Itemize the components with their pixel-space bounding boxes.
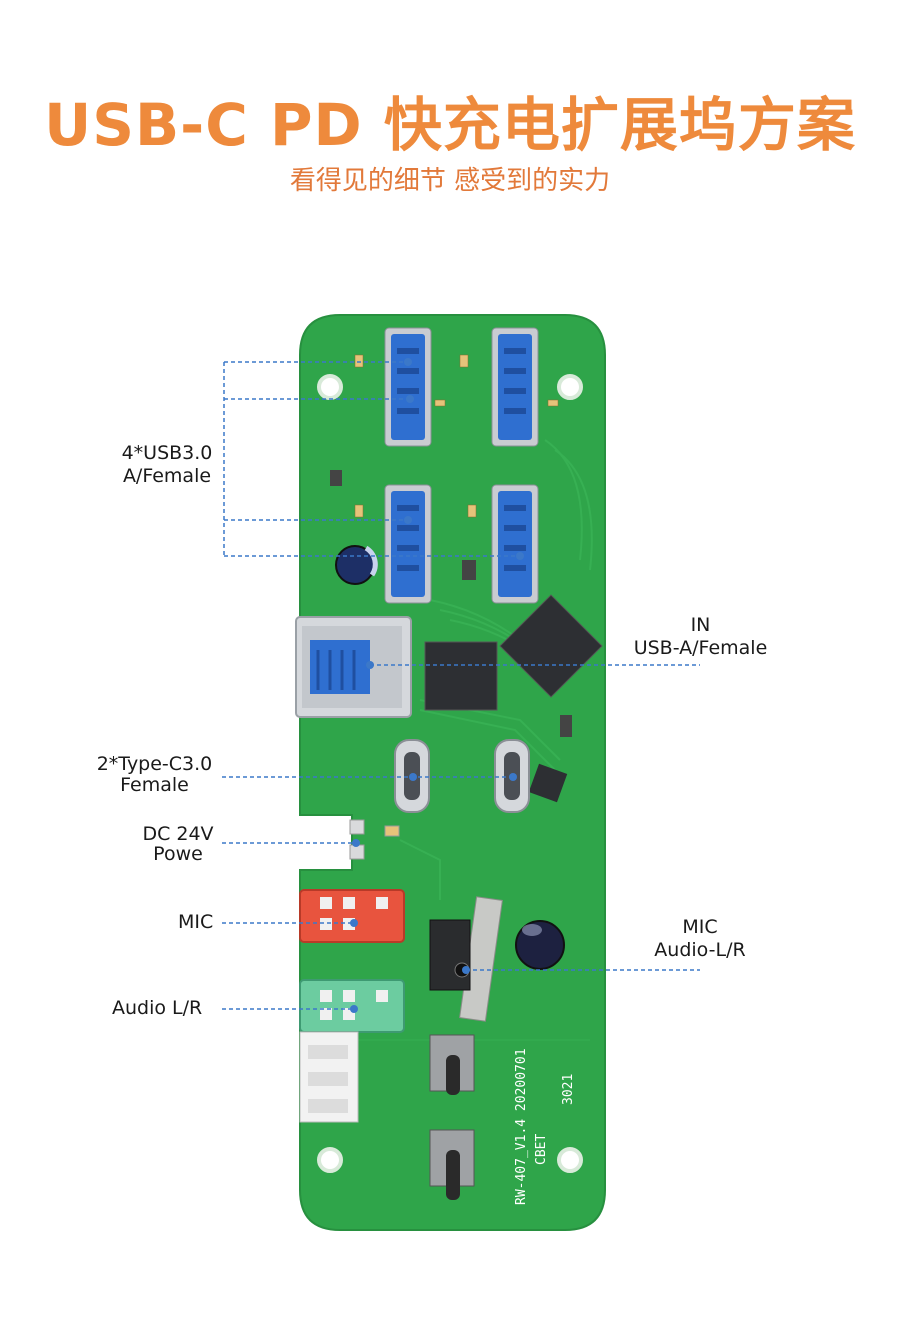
- usb-a-ports: [384, 327, 539, 604]
- silkscreen-code: 3021: [561, 1074, 576, 1105]
- mic-jack: [299, 889, 405, 943]
- mic-audio-module: [429, 896, 565, 1022]
- label-in-line1: IN: [690, 614, 711, 636]
- leader-dots: [350, 358, 524, 1013]
- label-typec-line2: Female: [120, 774, 189, 796]
- silkscreen-version: RW-407_V1.4 20200701: [514, 1048, 529, 1205]
- silkscreen-brand: CBET: [534, 1134, 549, 1165]
- label-audio: Audio L/R: [112, 997, 203, 1019]
- main-ic-chips: [424, 594, 603, 803]
- tact-buttons: [429, 1034, 475, 1200]
- usb-a-port-3: [384, 484, 432, 604]
- label-mic-audio-line2: Audio-L/R: [654, 939, 746, 961]
- leader-lines: [222, 361, 700, 1010]
- page-subtitle: 看得见的细节 感受到的实力: [289, 166, 611, 196]
- usb-a-port-4: [491, 484, 539, 604]
- label-usb30-line1: 4*USB3.0: [121, 442, 213, 464]
- usb-a-input: [295, 616, 412, 718]
- silkscreen: RW-407_V1.4 20200701 CBET 3021: [514, 1048, 576, 1205]
- label-in-line2: USB-A/Female: [633, 637, 768, 659]
- label-dc: DC 24V Powe: [128, 824, 228, 864]
- usb-a-port-1: [384, 327, 432, 447]
- dc-pads: [349, 819, 400, 860]
- label-mic-audio: MIC Audio-L/R: [640, 916, 760, 962]
- label-mic: MIC: [178, 911, 214, 933]
- label-usb30-line2: A/Female: [122, 465, 212, 487]
- capacitor-ce1: [335, 545, 378, 585]
- label-in-port: IN USB-A/Female: [618, 614, 783, 660]
- label-dc-line2: Powe: [153, 843, 203, 865]
- label-mic-audio-line1: MIC: [682, 916, 718, 938]
- mounting-holes: [317, 374, 583, 1173]
- label-dc-line1: DC 24V: [142, 823, 214, 845]
- label-typec-line1: 2*Type-C3.0: [96, 753, 213, 775]
- usb-a-port-2: [491, 327, 539, 447]
- label-typec: 2*Type-C3.0 Female: [82, 754, 227, 796]
- page-title: USB-C PD 快充电扩展坞方案: [44, 91, 856, 159]
- connector-j12: [299, 1031, 359, 1123]
- label-usb30: 4*USB3.0 A/Female: [112, 442, 222, 488]
